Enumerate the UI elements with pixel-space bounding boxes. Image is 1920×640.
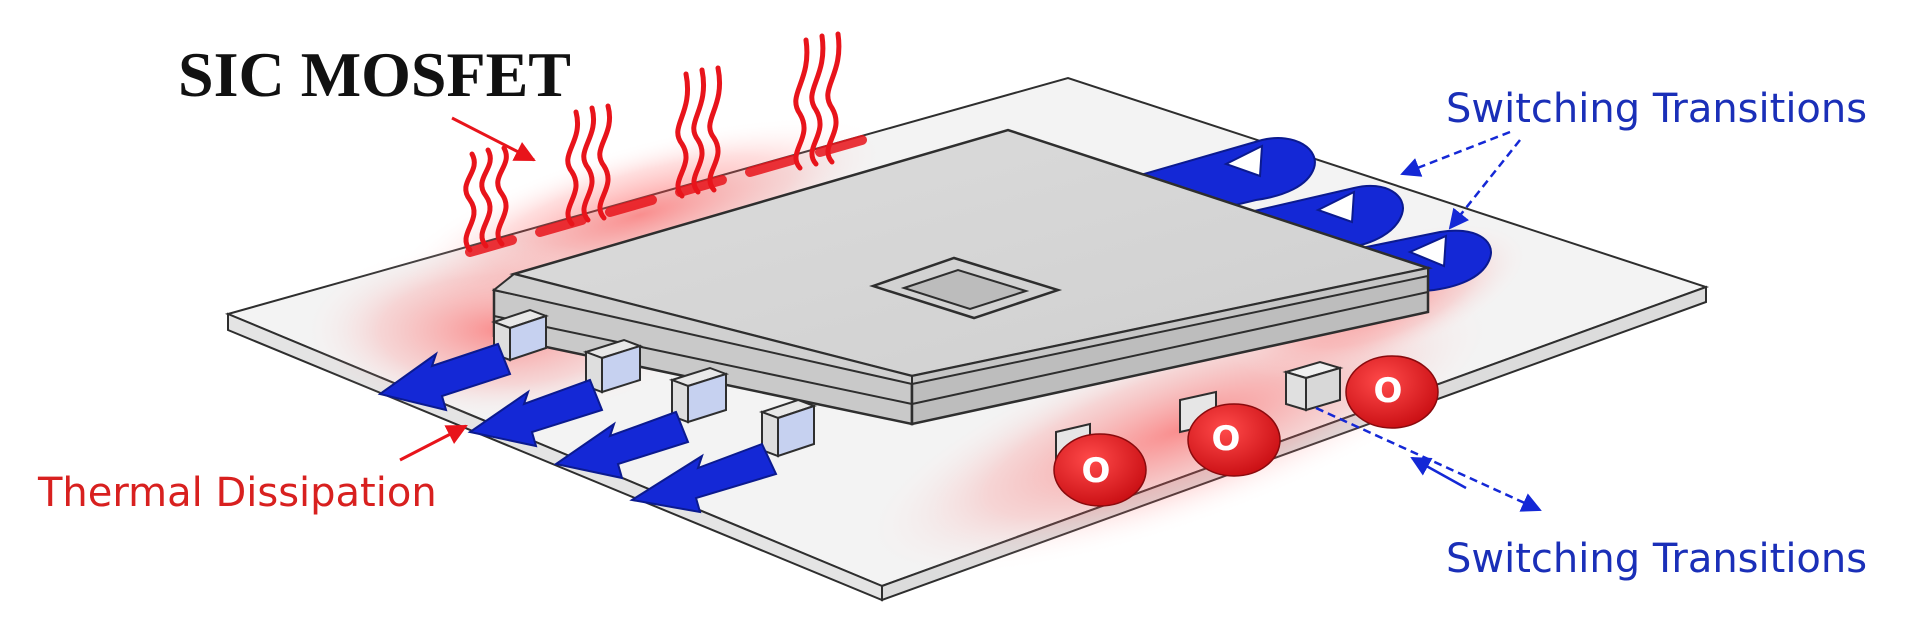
- thermal-arrow: [629, 442, 778, 514]
- diagram-title: SIC MOSFET: [178, 39, 571, 110]
- thermal-pointer-arrow: [399, 424, 468, 462]
- switching-marker: O: [1187, 403, 1281, 477]
- switching-markers: O O O: [1053, 355, 1439, 507]
- chip-pins-left: [491, 308, 817, 458]
- chip-pin: [582, 338, 644, 394]
- thermal-dissipation-arrows: [377, 342, 778, 514]
- marker-label: O: [1082, 451, 1111, 491]
- heat-stripes: [465, 135, 867, 257]
- center-pad-recess: [869, 256, 1063, 320]
- switching-marker: O: [1345, 355, 1439, 429]
- marker-label: O: [1212, 419, 1241, 459]
- thermal-arrow: [553, 410, 690, 480]
- annotation-arrows: [399, 116, 1542, 512]
- marker-label: O: [1374, 371, 1403, 411]
- switching-top-pointer-arrow: [1400, 130, 1511, 177]
- switching-transitions-label-bottom: Switching Transitions: [1446, 536, 1867, 582]
- title-pointer-arrow: [451, 116, 536, 162]
- switching-bottom-pointer-arrow-2: [1410, 456, 1467, 490]
- thermal-arrow: [467, 378, 604, 448]
- thermal-dissipation-label: Thermal Dissipation: [37, 470, 437, 516]
- switching-marker: O: [1053, 433, 1147, 507]
- switching-transitions-label-top: Switching Transitions: [1446, 86, 1867, 132]
- mosfet-chip: [491, 128, 1433, 426]
- heat-wave-icons: [463, 31, 842, 253]
- chip-pin: [668, 366, 730, 424]
- chip-pin: [759, 398, 817, 458]
- switching-top-pointer-arrow-2: [1448, 139, 1521, 230]
- thermal-arrow: [377, 342, 512, 412]
